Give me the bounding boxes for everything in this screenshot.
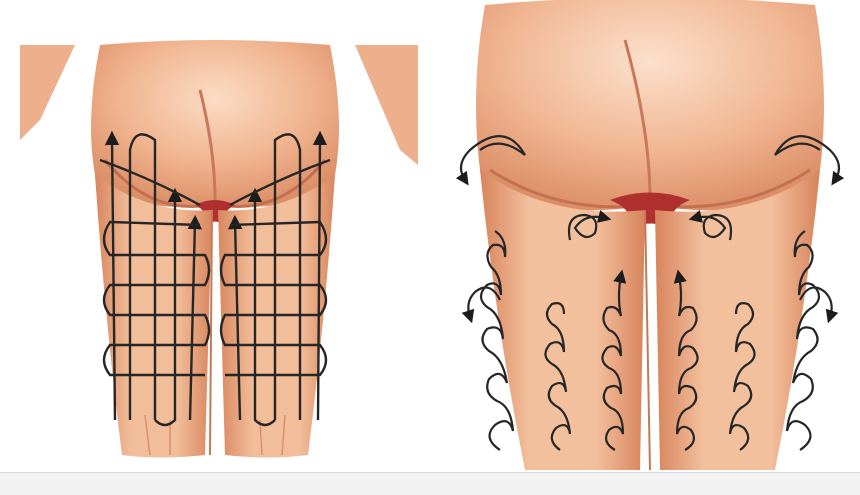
right-arm	[355, 45, 418, 165]
left-panel-grid-technique	[0, 0, 440, 470]
left-arm	[20, 45, 75, 140]
right-panel-spiral-technique	[440, 0, 860, 470]
thigh-gap-large	[645, 210, 650, 470]
right-illustration	[440, 0, 860, 470]
bottom-strip	[0, 472, 860, 495]
left-illustration	[0, 0, 440, 470]
